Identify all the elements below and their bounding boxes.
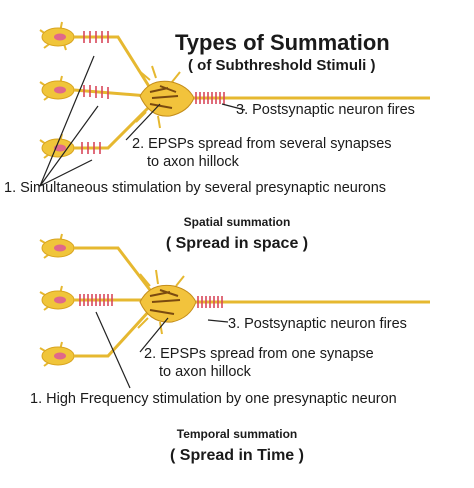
- output-impulse-marks-spatial: [195, 92, 225, 104]
- postsynaptic-neuron-spatial: [135, 65, 430, 129]
- presynaptic-neuron-top: [39, 233, 152, 291]
- temporal-summation-figure: 3. Postsynaptic neuron fires 2. EPSPs sp…: [30, 233, 430, 464]
- pointer-lines-temporal: [95, 311, 229, 389]
- output-impulse-marks-temporal: [197, 296, 223, 308]
- temporal-caption-small: Temporal summation: [177, 427, 297, 441]
- spatial-caption-big: ( Spread in space ): [166, 235, 308, 252]
- temporal-label-2-line1: 2. EPSPs spread from one synapse: [144, 346, 374, 362]
- spatial-label-3: 3. Postsynaptic neuron fires: [236, 102, 415, 118]
- impulse-marks-1: [83, 31, 109, 43]
- spatial-label-1: 1. Simultaneous stimulation by several p…: [4, 180, 386, 196]
- page-subtitle: ( of Subthreshold Stimuli ): [188, 57, 376, 74]
- page-title: Types of Summation: [175, 30, 390, 55]
- spatial-label-2-line1: 2. EPSPs spread from several synapses: [132, 136, 392, 152]
- pointer-lines-spatial: [39, 55, 246, 187]
- impulse-marks-high-frequency: [79, 294, 113, 306]
- impulse-marks-3: [81, 142, 101, 154]
- impulse-marks-2: [83, 85, 109, 99]
- presynaptic-neuron-1: [39, 21, 152, 89]
- presynaptic-neuron-2: [39, 75, 149, 101]
- presynaptic-neuron-3: [39, 104, 152, 159]
- temporal-label-2-line2: to axon hillock: [159, 364, 252, 380]
- temporal-label-3: 3. Postsynaptic neuron fires: [228, 316, 407, 332]
- presynaptic-neuron-bottom: [39, 308, 152, 367]
- spatial-label-2-line2: to axon hillock: [147, 154, 240, 170]
- temporal-caption-big: ( Spread in Time ): [170, 447, 304, 464]
- spatial-caption-small: Spatial summation: [184, 215, 291, 229]
- presynaptic-neuron-middle: [39, 285, 150, 311]
- postsynaptic-neuron-temporal: [137, 269, 430, 335]
- spatial-summation-figure: Types of Summation ( of Subthreshold Sti…: [4, 21, 430, 252]
- temporal-label-1: 1. High Frequency stimulation by one pre…: [30, 391, 397, 407]
